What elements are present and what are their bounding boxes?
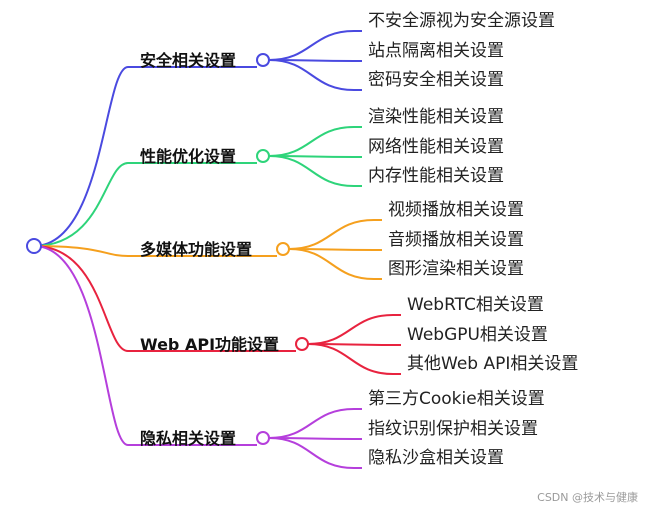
leaf-label: 隐私沙盒相关设置 [368, 448, 504, 468]
root-to-branch-edge [33, 245, 257, 446]
branch-to-leaf-edge [307, 314, 401, 345]
leaf-label: 其他Web API相关设置 [407, 354, 578, 374]
leaf-label: 密码安全相关设置 [368, 70, 504, 90]
root-to-branch-edge [33, 66, 257, 247]
leaf-label: 渲染性能相关设置 [368, 107, 504, 127]
leaf-label: 指纹识别保护相关设置 [368, 419, 538, 439]
leaf-label: 不安全源视为安全源设置 [368, 11, 555, 31]
leaf-label: 音频播放相关设置 [388, 230, 524, 250]
branch-to-leaf-edge [268, 408, 362, 439]
leaf-label: 网络性能相关设置 [368, 137, 504, 157]
branch-to-leaf-edge [288, 219, 382, 250]
watermark: CSDN @技术与健康 [537, 491, 638, 504]
branch-to-leaf-edge [268, 59, 362, 62]
branch-node[interactable] [256, 149, 270, 163]
branch-to-leaf-edge [268, 59, 362, 91]
leaf-label: 视频播放相关设置 [388, 200, 524, 220]
leaf-label: 图形渲染相关设置 [388, 259, 524, 279]
leaf-label: 站点隔离相关设置 [368, 41, 504, 61]
root-to-branch-edge [33, 245, 277, 257]
branch-label: 性能优化设置 [140, 147, 236, 166]
branch-node[interactable] [256, 431, 270, 445]
branch-node[interactable] [276, 242, 290, 256]
branch-label: 隐私相关设置 [140, 429, 236, 448]
branch-to-leaf-edge [288, 248, 382, 280]
branch-to-leaf-edge [268, 126, 362, 157]
branch-node[interactable] [256, 53, 270, 67]
root-node[interactable] [26, 238, 42, 254]
branch-label: 安全相关设置 [140, 51, 236, 70]
branch-to-leaf-edge [268, 437, 362, 440]
mindmap-edges [33, 30, 401, 469]
branch-to-leaf-edge [307, 343, 401, 375]
branch-to-leaf-edge [268, 155, 362, 187]
root-to-branch-edge [33, 162, 257, 247]
leaf-label: WebRTC相关设置 [407, 295, 544, 315]
branch-label: Web API功能设置 [140, 335, 279, 354]
root-to-branch-edge [33, 245, 296, 352]
branch-to-leaf-edge [268, 437, 362, 469]
branch-to-leaf-edge [268, 30, 362, 61]
branch-node[interactable] [295, 337, 309, 351]
leaf-label: 第三方Cookie相关设置 [368, 389, 545, 409]
leaf-label: 内存性能相关设置 [368, 166, 504, 186]
branch-to-leaf-edge [307, 343, 401, 346]
leaf-label: WebGPU相关设置 [407, 325, 548, 345]
branch-to-leaf-edge [288, 248, 382, 251]
branch-to-leaf-edge [268, 155, 362, 158]
branch-label: 多媒体功能设置 [140, 240, 252, 259]
